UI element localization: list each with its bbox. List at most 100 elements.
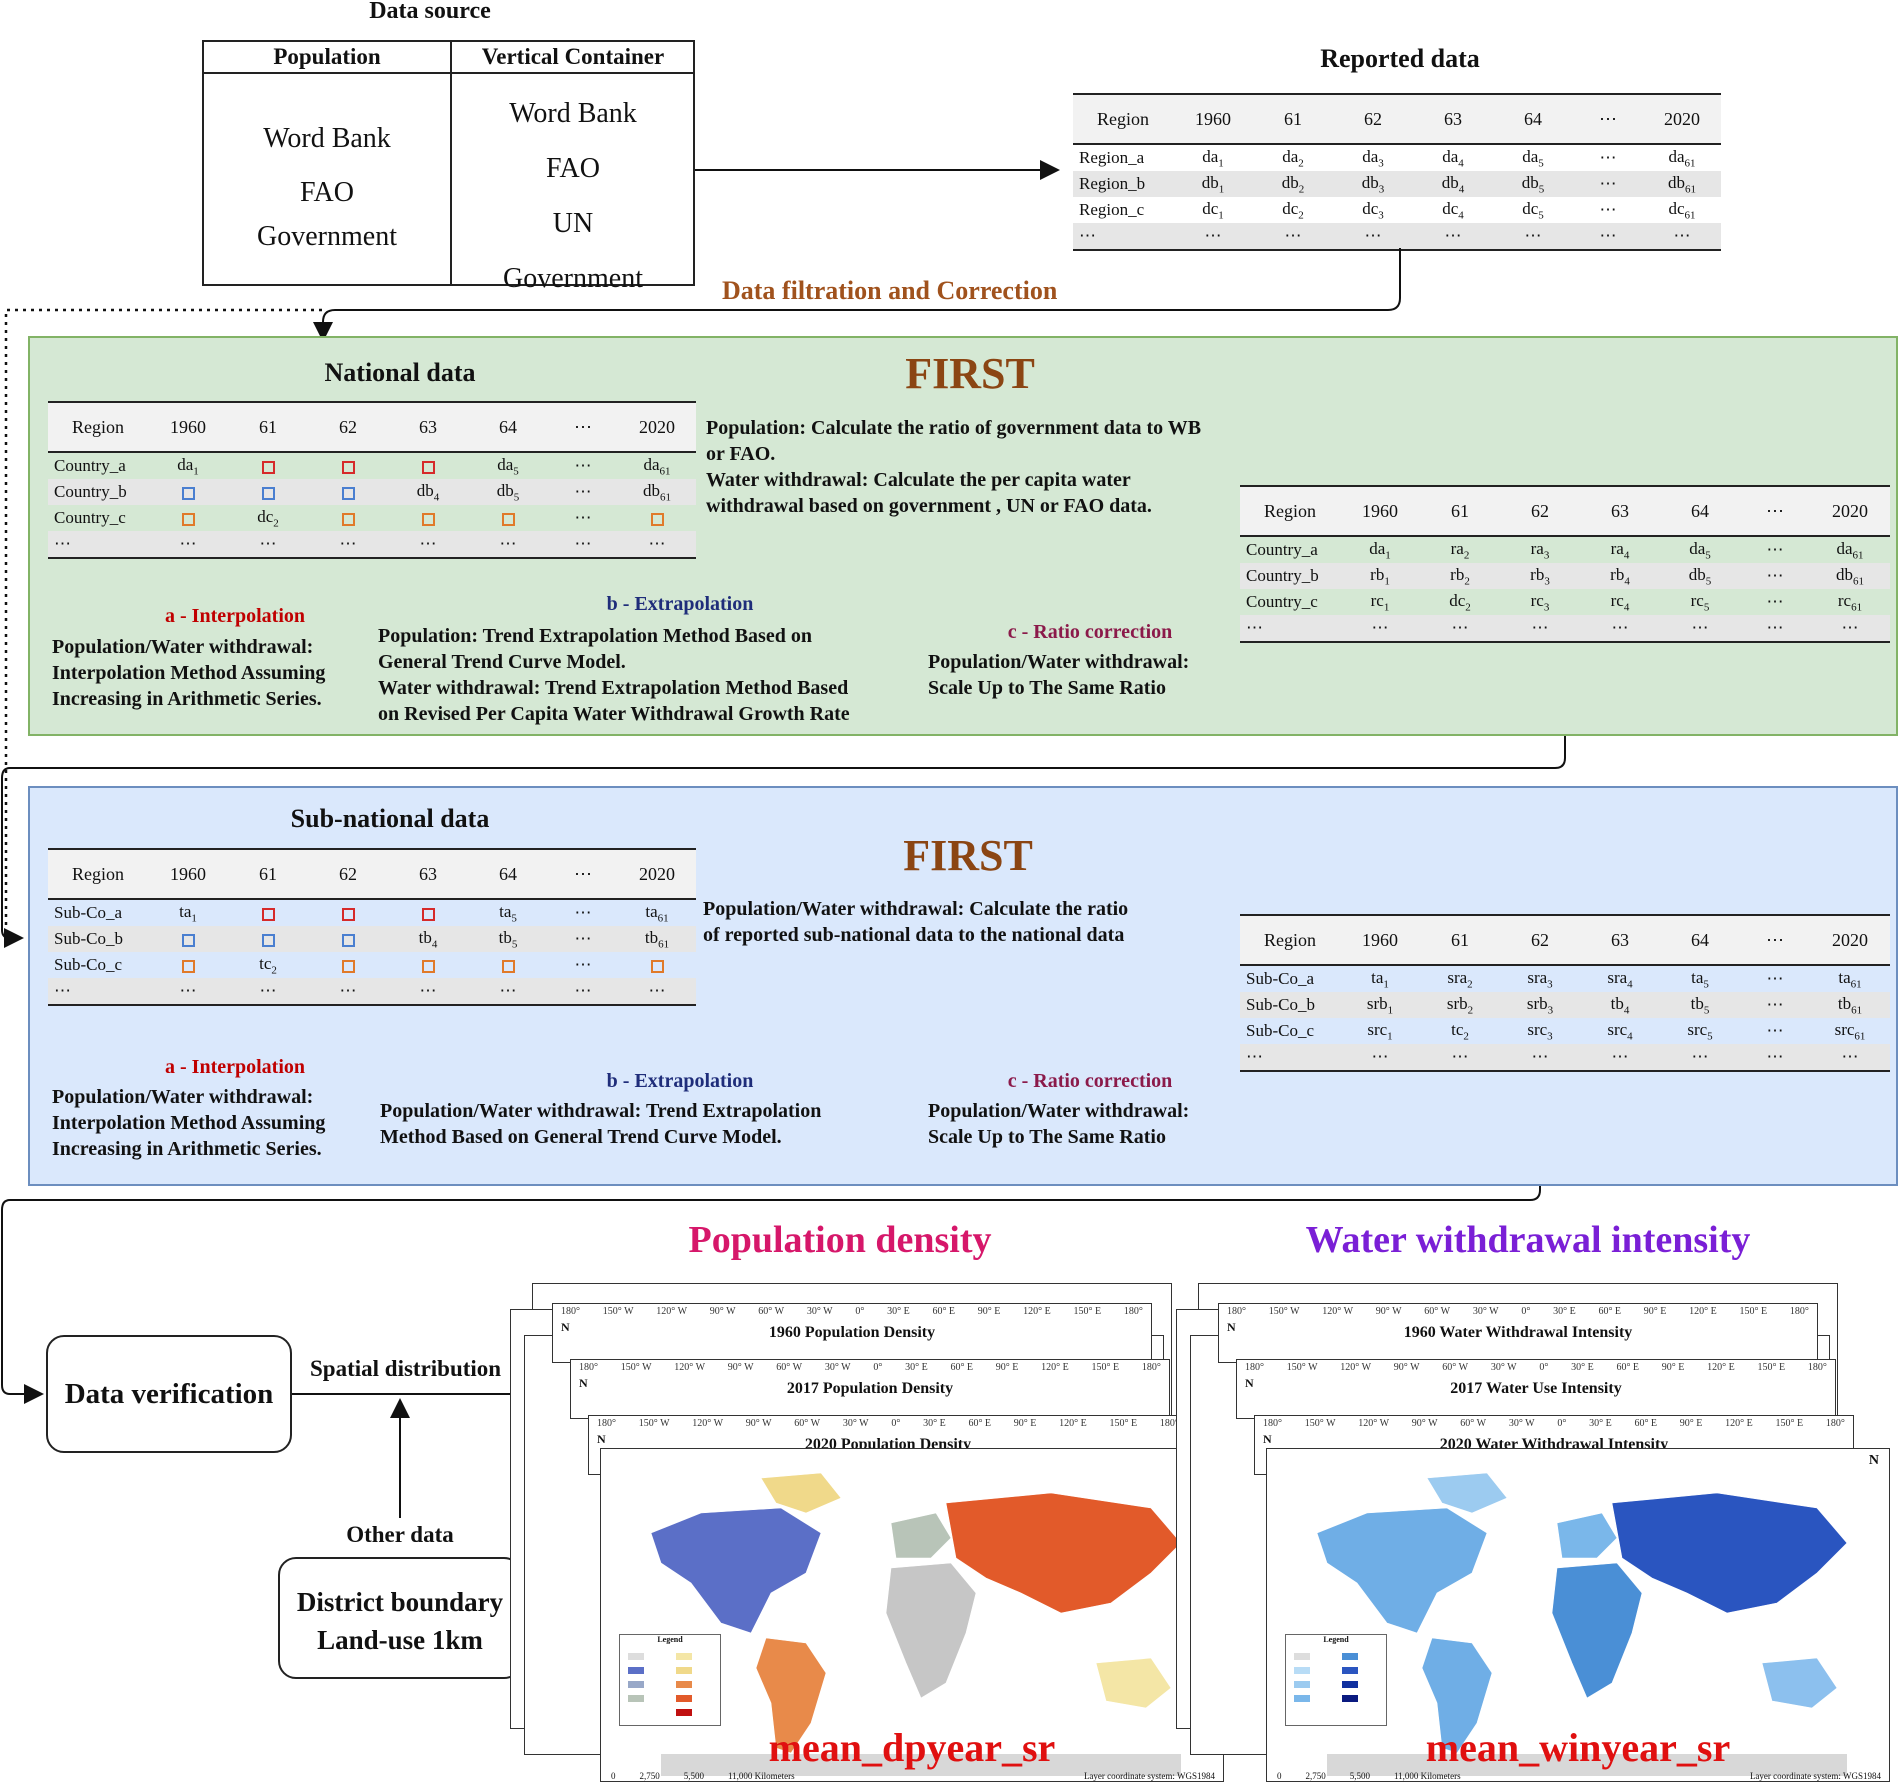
source-item: Word Bank (263, 123, 391, 154)
tick-label: 30° E (1571, 1362, 1594, 1373)
subnational-ratio-title: c - Ratio correction (1007, 1070, 1173, 1092)
antarctica-shape (1327, 1754, 1847, 1776)
table-cell: ⋯ (1493, 223, 1573, 251)
table-cell: ⋯ (1240, 615, 1340, 643)
table-cell: rc3 (1530, 590, 1550, 614)
table-cell: ⋯ (1740, 563, 1810, 589)
layer-note: Layer coordinate system: WGS1984 (1749, 1771, 1881, 1781)
subnational-interp-title: a - Interpolation (165, 1056, 305, 1078)
table-cell: Country_b (1240, 563, 1340, 589)
north-arrow-icon: N (1227, 1320, 1236, 1334)
spatial-distribution-label: Spatial distribution (310, 1356, 502, 1381)
table-cell: tb5 (1660, 992, 1740, 1018)
tick-label: 180° (1141, 1362, 1161, 1373)
tick-label: 30° W (1508, 1418, 1535, 1429)
table-header-cell: 1960 (148, 401, 228, 453)
continent-shape (1551, 1562, 1643, 1699)
tick-label: 90° E (995, 1362, 1019, 1373)
tick-label: 150° W (1304, 1418, 1336, 1429)
table-cell: ⋯ (468, 531, 548, 559)
table-cell: da61 (1668, 146, 1696, 170)
missing-square-red (421, 907, 435, 921)
table-header-cell: 2020 (1810, 914, 1890, 966)
table-cell: Region_b (1073, 171, 1173, 197)
table-cell (148, 952, 228, 978)
table-cell: ⋯ (1420, 615, 1500, 643)
table-header-cell: 1960 (1340, 914, 1420, 966)
legend-swatch (1294, 1695, 1310, 1702)
north-arrow-icon: N (579, 1376, 588, 1390)
table-cell: ⋯ (1500, 1044, 1580, 1072)
table-cell: tb61 (618, 926, 696, 952)
table-cell: ⋯ (1240, 1044, 1340, 1072)
table-cell: dc5 (1522, 198, 1544, 222)
table-cell (228, 452, 308, 479)
table-cell: ⋯ (1660, 615, 1740, 643)
table-cell: ta61 (1838, 967, 1862, 991)
tick-label: 150° W (602, 1306, 634, 1317)
table-header-cell: 61 (1420, 914, 1500, 966)
tick-label: 150° E (1109, 1418, 1138, 1429)
scale-label: 2,750 (639, 1771, 660, 1781)
table-cell (308, 505, 388, 531)
antarctica-shape (661, 1754, 1181, 1776)
tick-label: 90° W (727, 1362, 754, 1373)
source-col1-header: Population (273, 44, 381, 69)
north-arrow-icon: N (1263, 1432, 1272, 1446)
national-ratio-title: c - Ratio correction (1007, 621, 1173, 643)
missing-square-orange (650, 959, 664, 973)
table-header-cell: 64 (1660, 485, 1740, 537)
table-cell: db1 (1173, 171, 1253, 197)
tick-label: 120° W (1322, 1306, 1354, 1317)
table-header-cell: 2020 (1643, 93, 1721, 145)
table-header-cell: 2020 (618, 848, 696, 900)
north-arrow-icon: N (561, 1320, 570, 1334)
table-header-cell: Region (1240, 914, 1340, 966)
table-cell: ⋯ (548, 479, 618, 505)
table-header-cell: Region (48, 401, 148, 453)
world-map (1316, 1472, 1848, 1776)
table-cell: ra4 (1610, 538, 1630, 562)
table-cell: ta1 (179, 901, 197, 925)
tick-label: 0° (1539, 1362, 1549, 1373)
table-header-cell: 62 (1500, 914, 1580, 966)
tick-label: 120° E (1725, 1418, 1753, 1429)
continent-shape (890, 1512, 952, 1559)
table-cell (148, 926, 228, 952)
source-item: FAO (300, 177, 354, 208)
continent-shape (1316, 1507, 1488, 1634)
table-cell (388, 505, 468, 531)
tick-label: 30° W (1490, 1362, 1517, 1373)
table-cell (388, 899, 468, 926)
tick-label: 0° (1521, 1306, 1531, 1317)
legend-swatch (676, 1681, 692, 1688)
table-cell (228, 926, 308, 952)
continent-shape (755, 1637, 827, 1754)
national-first-label: FIRST (905, 349, 1035, 398)
table-cell: da4 (1442, 146, 1464, 170)
table-cell: ⋯ (1253, 223, 1333, 251)
legend-swatch (1294, 1667, 1310, 1674)
scale-label: 5,500 (1349, 1771, 1370, 1781)
missing-square-orange (501, 512, 515, 526)
table-row: ⋯⋯⋯⋯⋯⋯⋯⋯ (48, 978, 696, 1006)
legend-swatch (676, 1653, 692, 1660)
tick-label: 60° W (1442, 1362, 1469, 1373)
tick-label: 180° (1123, 1306, 1143, 1317)
legend-swatch (676, 1667, 692, 1674)
data-verification-box: Data verification (46, 1335, 292, 1453)
map-card-title: 2017 Water Use Intensity (1450, 1380, 1622, 1397)
table-header-cell: ⋯ (548, 848, 618, 900)
table-cell: ⋯ (1599, 148, 1617, 167)
source-item: Government (503, 263, 643, 294)
legend-swatch (1294, 1681, 1310, 1688)
